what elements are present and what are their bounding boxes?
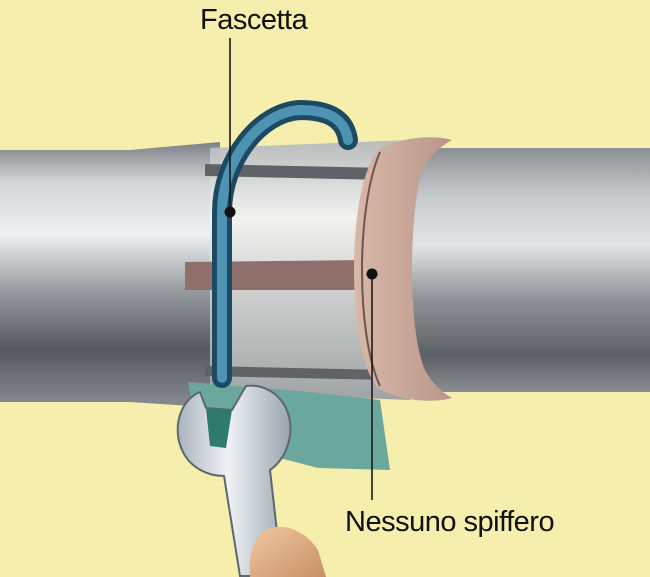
pipe-rim xyxy=(354,137,452,401)
clamp-band-highlight xyxy=(217,104,353,383)
right-pipe xyxy=(400,148,650,392)
hand xyxy=(249,526,326,577)
wrench xyxy=(176,384,292,577)
no-leak-label: Nessuno spiffero xyxy=(345,506,555,538)
left-pipe xyxy=(0,142,220,408)
clamp-leader-dot xyxy=(224,206,236,218)
sleeve-top-slot xyxy=(205,164,385,180)
pipe-rim-edge xyxy=(360,151,381,387)
leak-leader-dot xyxy=(366,268,378,280)
wrench-jaw-gap xyxy=(206,408,232,448)
clamp-label: Fascetta xyxy=(200,4,308,36)
sleeve-bottom-slot xyxy=(205,366,385,380)
